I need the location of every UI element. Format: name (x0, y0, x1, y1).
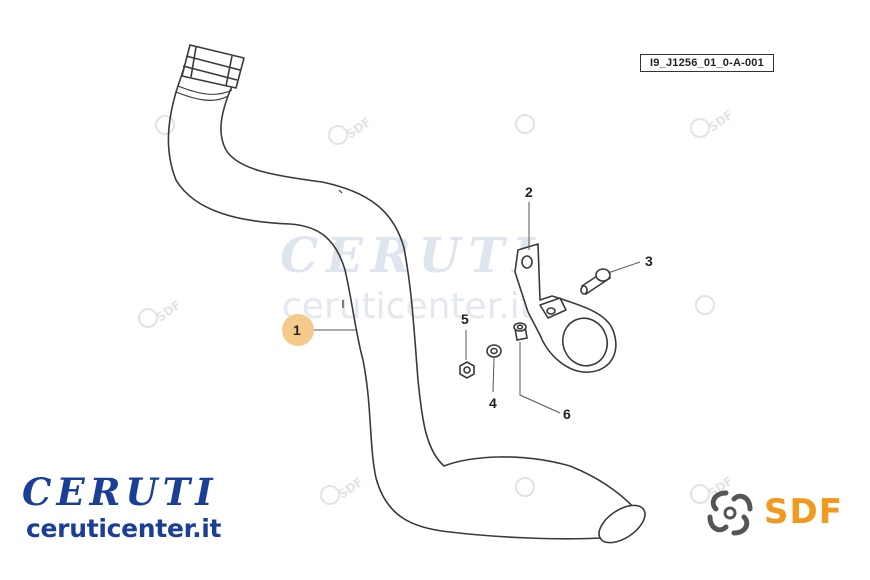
ceruti-logo: CERUTI (22, 470, 218, 514)
sdf-watermark-icon (695, 295, 715, 315)
washer (486, 344, 502, 358)
exhaust-pipe (167, 44, 646, 544)
spacer (513, 322, 528, 341)
sdf-watermark-icon (138, 308, 158, 328)
sdf-watermark-label: SDF (336, 475, 366, 502)
callout-4[interactable]: 4 (489, 395, 497, 411)
sdf-watermark-label: SDF (154, 298, 184, 325)
sdf-logo-text: SDF (764, 492, 843, 532)
callout-1[interactable]: 1 (293, 322, 301, 338)
sdf-watermark-label: SDF (706, 474, 736, 501)
drawing-code: I9_J1256_01_0-A-001 (640, 54, 774, 72)
callout-6[interactable]: 6 (563, 406, 571, 422)
sdf-watermark-icon (320, 485, 340, 505)
sdf-watermark-icon (155, 115, 175, 135)
sdf-watermark-icon (515, 114, 535, 134)
sdf-watermark-icon (690, 484, 710, 504)
bolt (580, 268, 612, 296)
clamp-bracket (514, 243, 617, 373)
sdf-watermark-icon (515, 477, 535, 497)
sdf-watermark-label: SDF (344, 115, 374, 142)
ceruti-watermark: CERUTI (280, 228, 543, 284)
callout-5[interactable]: 5 (461, 311, 469, 327)
callout-2[interactable]: 2 (525, 184, 533, 200)
ceruticenter-link[interactable]: ceruticenter.it (26, 514, 222, 543)
clamp-band-inner (561, 317, 609, 367)
sdf-watermark-label: SDF (706, 108, 736, 135)
ceruticenter-watermark: ceruticenter.it (282, 286, 534, 327)
sdf-watermark-icon (690, 118, 710, 138)
sdf-watermark-icon (328, 125, 348, 145)
sdf-watermark-tiles (138, 114, 715, 505)
callout-1-highlight (282, 314, 314, 346)
bracket-hole (521, 255, 533, 269)
nut (459, 361, 475, 379)
sdf-logo-icon (707, 490, 753, 536)
leader-lines (312, 202, 641, 414)
callout-3[interactable]: 3 (645, 253, 653, 269)
